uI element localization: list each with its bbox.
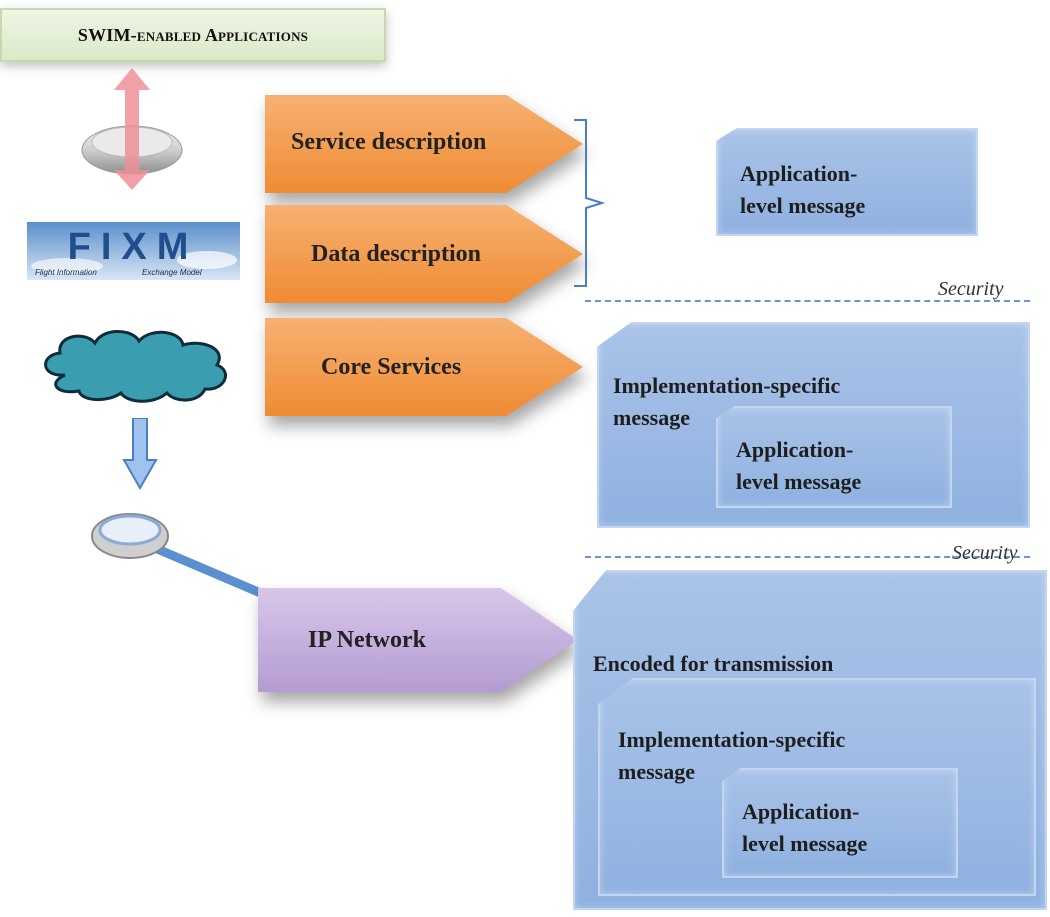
ip-network-arrow: IP Network: [258, 588, 578, 692]
application-message-label-mid: Application- level message: [736, 437, 862, 494]
svg-text:Exchange Model: Exchange Model: [142, 268, 202, 277]
implementation-message-label-mid: Implementation-specific message: [613, 373, 841, 430]
fixm-logo: FIXM Flight Information Exchange Model: [27, 222, 240, 280]
down-arrow-icon: [122, 418, 158, 490]
data-description-label: Data description: [311, 240, 481, 267]
ip-network-label: IP Network: [308, 626, 426, 653]
pan-tilt-icon: [81, 68, 183, 190]
security-label-2: Security: [952, 542, 1018, 564]
swim-header-label: SWIM-enabled Applications: [77, 24, 309, 45]
data-description-arrow: Data description: [265, 205, 583, 303]
application-message-label-top: Application- level message: [740, 161, 866, 218]
swim-enabled-applications-box: SWIM-enabled Applications: [0, 8, 386, 62]
application-message-box-top: Application- level message: [716, 128, 978, 236]
security-line-2: [585, 556, 1030, 558]
core-services-arrow: Core Services: [265, 318, 583, 416]
application-message-box-bottom: Application- level message: [722, 768, 958, 878]
service-description-label: Service description: [291, 128, 487, 155]
encoded-message-label: Encoded for transmission: [593, 651, 834, 676]
security-line-1: [585, 300, 1030, 302]
curly-bracket: [574, 119, 606, 287]
fixm-logo-text: FIXM: [68, 226, 199, 268]
svg-text:Flight Information: Flight Information: [35, 268, 97, 277]
application-message-label-bottom: Application- level message: [742, 799, 868, 856]
service-description-arrow: Service description: [265, 95, 583, 193]
security-label-1: Security: [938, 278, 1004, 300]
implementation-message-label-bottom: Implementation-specific message: [618, 727, 846, 784]
application-message-box-mid: Application- level message: [716, 406, 952, 508]
core-services-label: Core Services: [321, 353, 462, 380]
cloud-icon: [44, 330, 227, 403]
